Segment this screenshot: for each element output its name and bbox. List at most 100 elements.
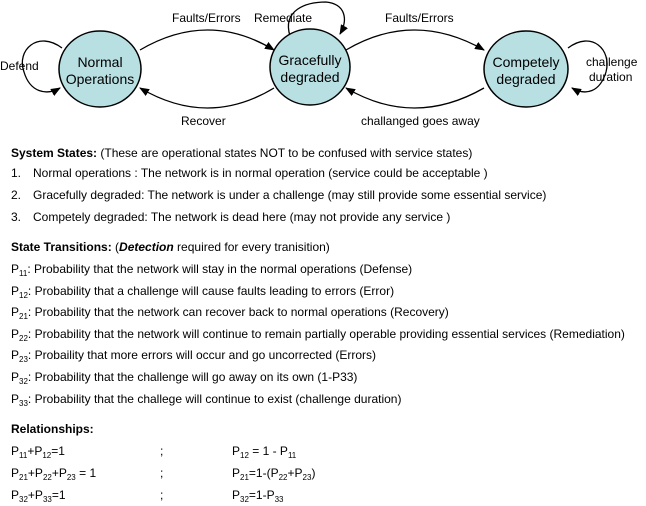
detection-emphasis: Detection bbox=[119, 240, 174, 254]
prob-symbol: P bbox=[11, 370, 20, 384]
relationship-right-2: P21=1-(P22+P23) bbox=[232, 466, 316, 482]
relationships-heading: Relationships: bbox=[11, 422, 94, 436]
edge-label-defend: Defend bbox=[0, 59, 39, 73]
relationship-right-3: P32=1-P33 bbox=[232, 488, 284, 504]
rel-term: P bbox=[11, 488, 20, 502]
state-item-1: 1.Normal operations : The network is in … bbox=[11, 166, 488, 180]
transition-p32: P32: Probability that the challenge will… bbox=[11, 370, 358, 386]
state-item-text: Competely degraded: The network is dead … bbox=[33, 210, 451, 224]
relationship-separator: ; bbox=[160, 466, 164, 480]
rel-term: P bbox=[232, 466, 241, 480]
transition-p12: P12: Probability that a challenge will c… bbox=[11, 284, 395, 300]
node-competely-label-1: Competely bbox=[493, 54, 560, 70]
rel-term: =1-(P bbox=[248, 466, 279, 480]
rel-sub: 12 bbox=[240, 451, 249, 460]
relationship-separator: ; bbox=[160, 444, 164, 458]
rel-term: P bbox=[232, 488, 241, 502]
node-graceful-label-1: Gracefully bbox=[278, 52, 341, 68]
node-gracefully-degraded bbox=[269, 28, 351, 106]
transition-p11: P11: Probability that the network will s… bbox=[11, 262, 413, 278]
edge-p12-arrow bbox=[139, 29, 275, 51]
prob-description: : Probability that a challenge will caus… bbox=[27, 284, 395, 298]
rel-term: +P bbox=[27, 466, 43, 480]
prob-subscript: 11 bbox=[19, 269, 28, 278]
rel-sub: 11 bbox=[19, 451, 28, 460]
node-graceful-label-2: degraded bbox=[280, 69, 339, 85]
edge-p32-arrow bbox=[345, 87, 485, 109]
prob-symbol: P bbox=[11, 392, 20, 406]
rel-sub: 33 bbox=[274, 495, 284, 504]
transition-p23: P23: Probaility that more errors will oc… bbox=[11, 348, 376, 364]
system-states-heading: System States: bbox=[11, 146, 98, 160]
rel-sub: 32 bbox=[240, 495, 249, 504]
relationship-left-1: P11+P12=1 bbox=[11, 444, 65, 460]
prob-subscript: 21 bbox=[19, 312, 28, 321]
rel-term: P bbox=[11, 444, 20, 458]
rel-term: +P bbox=[27, 444, 43, 458]
edge-p22-loop bbox=[287, 1, 348, 37]
edge-label-recover: Recover bbox=[181, 114, 226, 128]
node-normal-label-2: Operations bbox=[66, 71, 134, 87]
prob-subscript: 22 bbox=[19, 334, 28, 343]
rel-term: ) bbox=[311, 466, 316, 480]
rel-term: =1 bbox=[51, 488, 66, 502]
rel-sub: 22 bbox=[42, 473, 52, 482]
prob-symbol: P bbox=[11, 305, 20, 319]
rel-sub: 12 bbox=[42, 451, 52, 460]
edge-p21-arrow bbox=[139, 87, 275, 109]
prob-subscript: 33 bbox=[19, 399, 28, 408]
system-states-heading-line: System States: (These are operational st… bbox=[11, 146, 472, 160]
rel-term: =1 bbox=[51, 444, 65, 458]
edge-label-faults-errors-1: Faults/Errors bbox=[172, 11, 241, 25]
transition-p33: P33: Probability that the challege will … bbox=[11, 392, 401, 408]
relationship-separator: ; bbox=[160, 488, 164, 502]
rel-sub: 22 bbox=[278, 473, 288, 482]
edge-label-faults-errors-2: Faults/Errors bbox=[385, 11, 454, 25]
rel-sub: 23 bbox=[66, 473, 76, 482]
node-normal-label-1: Normal bbox=[77, 54, 122, 70]
rel-term: = 1 bbox=[75, 466, 97, 480]
relationship-right-1: P12 = 1 - P11 bbox=[232, 444, 297, 460]
state-transitions-note-rest: required for every tranisition) bbox=[173, 240, 330, 254]
edge-label-challenge-1: challenge bbox=[586, 55, 638, 69]
prob-symbol: P bbox=[11, 327, 20, 341]
rel-sub: 23 bbox=[302, 473, 312, 482]
rel-term: = 1 - P bbox=[248, 444, 288, 458]
edge-p33-loop bbox=[567, 40, 608, 96]
transition-p22: P22: Probability that the network will c… bbox=[11, 327, 625, 343]
prob-symbol: P bbox=[11, 284, 20, 298]
transition-p21: P21: Probability that the network can re… bbox=[11, 305, 449, 321]
rel-sub: 11 bbox=[287, 451, 297, 460]
state-item-number: 3. bbox=[11, 210, 22, 224]
state-item-text: Gracefully degraded: The network is unde… bbox=[33, 188, 547, 202]
rel-sub: 21 bbox=[19, 473, 28, 482]
state-transitions-note-open: ( bbox=[111, 240, 120, 254]
state-transitions-heading-line: State Transitions: (Detection required f… bbox=[11, 240, 330, 254]
prob-subscript: 23 bbox=[19, 355, 28, 364]
edge-p11-loop bbox=[21, 40, 63, 96]
rel-term: P bbox=[11, 466, 20, 480]
state-item-text: Normal operations : The network is in no… bbox=[33, 166, 488, 180]
prob-description: : Probability that the challenge will go… bbox=[27, 370, 358, 384]
relationship-left-2: P21+P22+P23 = 1 bbox=[11, 466, 97, 482]
node-competely-degraded bbox=[483, 30, 569, 108]
rel-term: +P bbox=[287, 466, 303, 480]
prob-description: : Probability that the network will cont… bbox=[27, 327, 625, 341]
state-item-number: 2. bbox=[11, 188, 22, 202]
prob-description: : Probability that the network will stay… bbox=[27, 262, 413, 276]
state-transitions-heading: State Transitions: bbox=[11, 240, 112, 254]
prob-subscript: 12 bbox=[19, 291, 28, 300]
rel-term: =1-P bbox=[248, 488, 275, 502]
state-item-2: 2. Gracefully degraded: The network is un… bbox=[11, 188, 546, 202]
relationship-left-3: P32+P33=1 bbox=[11, 488, 66, 504]
rel-term: P bbox=[232, 444, 241, 458]
rel-sub: 33 bbox=[42, 495, 52, 504]
rel-term: +P bbox=[27, 488, 43, 502]
prob-symbol: P bbox=[11, 262, 20, 276]
edge-label-challenge-away: challanged goes away bbox=[361, 114, 480, 128]
prob-subscript: 32 bbox=[19, 377, 28, 386]
state-transition-diagram: Normal Operations Gracefully degraded Co… bbox=[0, 1, 638, 128]
node-normal-operations bbox=[58, 30, 142, 108]
edge-p23-arrow bbox=[345, 29, 485, 51]
edge-label-remediate: Remediate bbox=[254, 11, 312, 25]
